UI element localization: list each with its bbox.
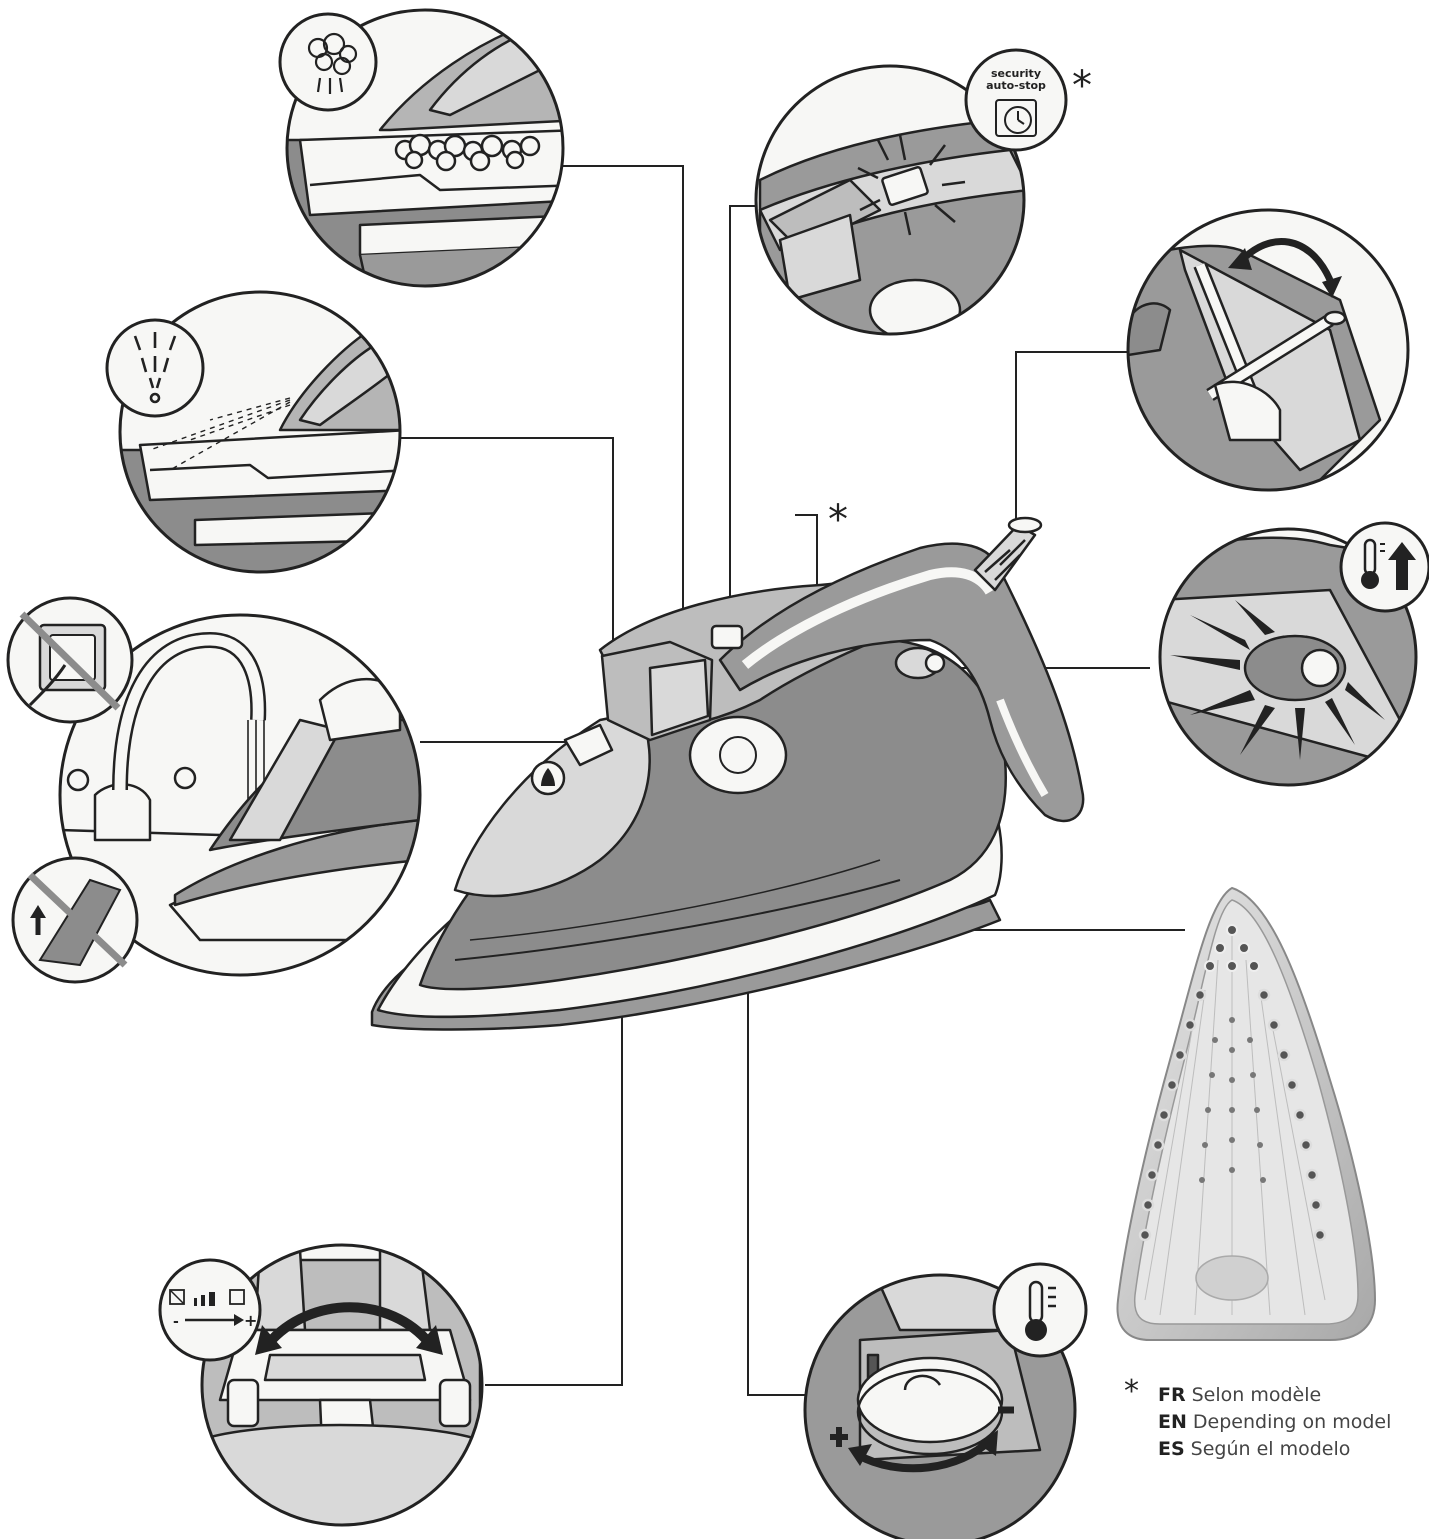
security-auto-stop-icon: [966, 50, 1066, 150]
security-badge-label: security auto-stop: [986, 68, 1046, 92]
soleplate-logo: [1196, 1256, 1268, 1300]
thermostat-dial: [690, 717, 786, 793]
no-plug-icon: [8, 598, 132, 722]
legend-asterisk: *: [1124, 1378, 1139, 1405]
auto-stop-label: auto-stop: [986, 80, 1046, 92]
detail-thermostat-light: [1150, 523, 1429, 790]
steam-selector-icon: - +: [160, 1260, 260, 1360]
thermostat-icon: [994, 1264, 1086, 1356]
detail-anti-calc-valve: [1128, 210, 1408, 500]
spray-icon: [107, 320, 203, 416]
detail-self-clean: [8, 598, 420, 982]
detail-auto-stop: [756, 50, 1066, 340]
iron-main: [372, 518, 1083, 1030]
detail-steam-selector: - +: [160, 1245, 482, 1530]
asterisk-auto-stop: *: [1072, 66, 1092, 106]
svg-text:-: -: [173, 1314, 179, 1330]
detail-thermostat: [800, 1264, 1086, 1539]
detail-steam-burst: [280, 10, 580, 320]
asterisk-cover: *: [828, 500, 848, 540]
svg-text:+: +: [244, 1311, 257, 1330]
detail-spray: [107, 292, 410, 590]
steam-burst-icon: [280, 14, 376, 110]
self-clean-icon: [13, 858, 137, 982]
soleplate-detail: [1117, 888, 1375, 1340]
thermostat-light-icon: [1341, 523, 1429, 611]
